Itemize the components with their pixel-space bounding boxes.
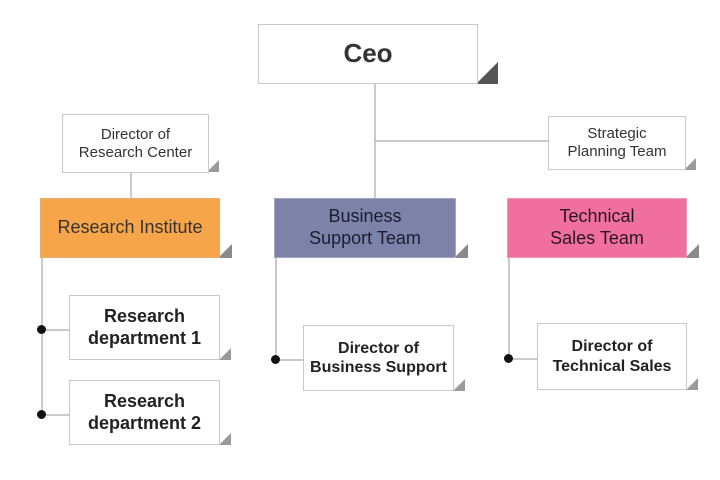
strategic-planning-shadow	[684, 158, 696, 170]
research-center-shadow	[207, 160, 219, 172]
connector-dot	[37, 325, 46, 334]
business-support-shadow	[454, 244, 468, 258]
connector-dot	[37, 410, 46, 419]
connector-dot	[271, 355, 280, 364]
director-research-center-box: Director of Research Center	[62, 114, 209, 173]
technical-sales-shadow	[685, 244, 699, 258]
technical-sales-director-shadow	[686, 378, 698, 390]
research-department-1-box: Research department 1	[69, 295, 220, 360]
connector-dot	[504, 354, 513, 363]
ceo-box: Ceo	[258, 24, 478, 84]
business-support-director-shadow	[453, 379, 465, 391]
strategic-planning-team-box: Strategic Planning Team	[548, 116, 686, 170]
technical-sales-team-box: Technical Sales Team	[507, 198, 687, 258]
director-business-support-box: Director of Business Support	[303, 325, 454, 391]
research-dept1-shadow	[219, 348, 231, 360]
director-technical-sales-box: Director of Technical Sales	[537, 323, 687, 390]
research-dept2-shadow	[219, 433, 231, 445]
business-support-team-box: Business Support Team	[274, 198, 456, 258]
research-department-2-box: Research department 2	[69, 380, 220, 445]
research-institute-box: Research Institute	[40, 198, 220, 258]
ceo-box-shadow	[476, 62, 498, 84]
research-institute-shadow	[218, 244, 232, 258]
